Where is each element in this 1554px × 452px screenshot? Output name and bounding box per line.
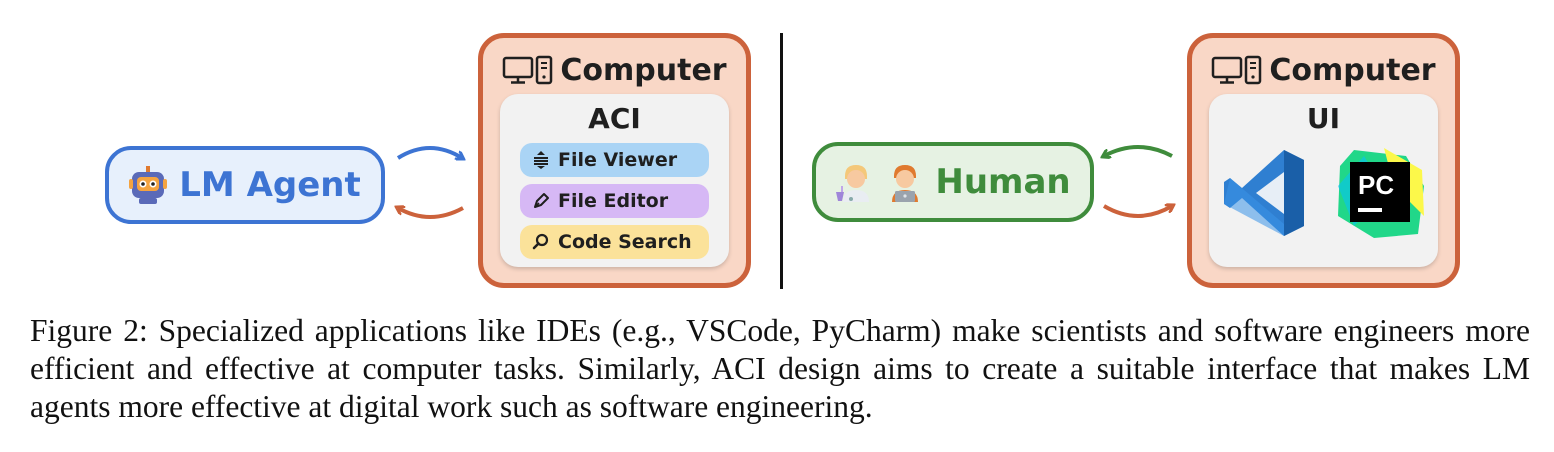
computer-aci-box: Computer ACI File Viewer File Editor bbox=[478, 33, 751, 288]
ui-title: UI bbox=[1306, 102, 1341, 135]
computer-ui-box: Computer UI PC bbox=[1187, 33, 1460, 288]
computer-title: Computer bbox=[1192, 48, 1455, 92]
ui-to-human-arrow bbox=[1104, 145, 1173, 156]
aci-panel: ACI File Viewer File Editor Code S bbox=[500, 94, 729, 267]
file-editor-tool: File Editor bbox=[520, 184, 709, 218]
human-node: Human bbox=[812, 142, 1094, 222]
code-search-tool: Code Search bbox=[520, 225, 709, 259]
technologist-icon bbox=[892, 165, 919, 202]
computer-title: Computer bbox=[483, 48, 746, 92]
vscode-logo bbox=[1223, 150, 1304, 236]
aci-title: ACI bbox=[588, 102, 641, 135]
pycharm-logo-text: PC bbox=[1358, 170, 1394, 200]
agent-to-aci-arrow bbox=[396, 146, 462, 158]
aci-to-agent-arrow bbox=[398, 208, 464, 219]
divider-line bbox=[780, 33, 783, 289]
lm-agent-label: LM Agent bbox=[179, 165, 361, 205]
figure-caption: Figure 2: Specialized applications like … bbox=[30, 313, 1530, 424]
lines-icon bbox=[534, 151, 548, 169]
ide-logos: PC bbox=[1209, 146, 1438, 240]
scientist-icon bbox=[836, 165, 870, 202]
computer-icon bbox=[503, 55, 553, 85]
robot-icon bbox=[129, 166, 168, 204]
file-viewer-tool: File Viewer bbox=[520, 143, 709, 177]
computer-icon bbox=[1212, 55, 1262, 85]
human-label: Human bbox=[935, 162, 1071, 202]
lm-agent-node: LM Agent bbox=[105, 146, 385, 224]
magnifier-icon bbox=[532, 233, 549, 250]
pycharm-logo: PC bbox=[1337, 148, 1424, 238]
human-to-ui-arrow bbox=[1102, 206, 1172, 218]
pen-icon bbox=[534, 193, 549, 208]
ui-panel: UI PC bbox=[1209, 94, 1438, 267]
